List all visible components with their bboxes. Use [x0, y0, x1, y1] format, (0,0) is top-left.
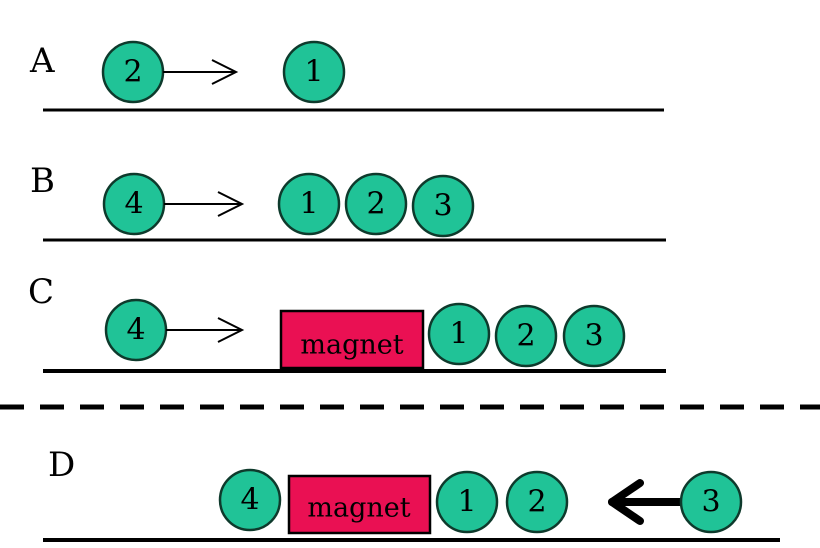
ball-a-1: 1: [282, 40, 346, 104]
ball-number: 2: [527, 485, 546, 520]
ball-b-1: 1: [277, 172, 341, 236]
ball-number: 2: [366, 187, 385, 222]
ball-c-3: 3: [562, 304, 626, 368]
ball-number: 1: [449, 317, 468, 352]
ball-number: 3: [701, 485, 720, 520]
ball-number: 2: [123, 55, 142, 90]
arrow-d: [608, 479, 688, 525]
row-a: A 2 1: [29, 40, 664, 112]
ball-d-4: 4: [218, 468, 282, 532]
arrow-head: [608, 479, 644, 525]
ball-c-4: 4: [104, 298, 168, 362]
ball-number: 1: [304, 55, 323, 90]
arrow-c: [166, 317, 245, 343]
ball-number: 4: [126, 313, 145, 348]
arrow-head: [211, 59, 239, 85]
ball-number: 1: [299, 187, 318, 222]
row-b: B 4 1 2 3: [30, 161, 666, 242]
magnet-block: [279, 309, 425, 370]
row-c: C 4 magnet 1 2 3: [28, 272, 666, 373]
ball-b-2: 2: [344, 172, 408, 236]
arrow-a: [163, 59, 239, 85]
arrow-head: [217, 317, 245, 343]
magnet-label: magnet: [300, 330, 403, 361]
ball-d-1: 1: [435, 470, 499, 534]
ball-b-4: 4: [102, 172, 166, 236]
ball-c-1: 1: [427, 302, 491, 366]
ball-d-2: 2: [505, 470, 569, 534]
row-d: D 4 magnet 1 2 3: [43, 445, 780, 542]
magnet-block: [287, 474, 432, 535]
ball-number: 1: [457, 485, 476, 520]
ball-number: 4: [240, 483, 259, 518]
ball-circle: [277, 172, 341, 236]
ball-number: 3: [584, 319, 603, 354]
ball-circle: [282, 40, 346, 104]
ball-circle: [505, 470, 569, 534]
ball-b-3: 3: [411, 174, 475, 238]
ball-number: 2: [516, 319, 535, 354]
arrow-head: [217, 191, 245, 217]
ball-circle: [218, 468, 282, 532]
arrow-b: [164, 191, 245, 217]
magnet-label: magnet: [307, 493, 410, 524]
magnet-d: magnet: [287, 474, 432, 535]
ball-circle: [411, 174, 475, 238]
row-label-b: B: [30, 161, 55, 201]
ball-d-3: 3: [679, 470, 743, 534]
ball-number: 4: [124, 187, 143, 222]
row-label-d: D: [48, 445, 75, 485]
ball-circle: [427, 302, 491, 366]
ball-c-2: 2: [494, 304, 558, 368]
ball-circle: [679, 470, 743, 534]
row-label-c: C: [28, 272, 54, 312]
ball-a-2: 2: [101, 40, 165, 104]
ball-circle: [494, 304, 558, 368]
row-label-a: A: [29, 41, 55, 81]
ball-circle: [435, 470, 499, 534]
ball-circle: [562, 304, 626, 368]
magnet-c: magnet: [279, 309, 425, 370]
ball-circle: [344, 172, 408, 236]
ball-number: 3: [433, 189, 452, 224]
